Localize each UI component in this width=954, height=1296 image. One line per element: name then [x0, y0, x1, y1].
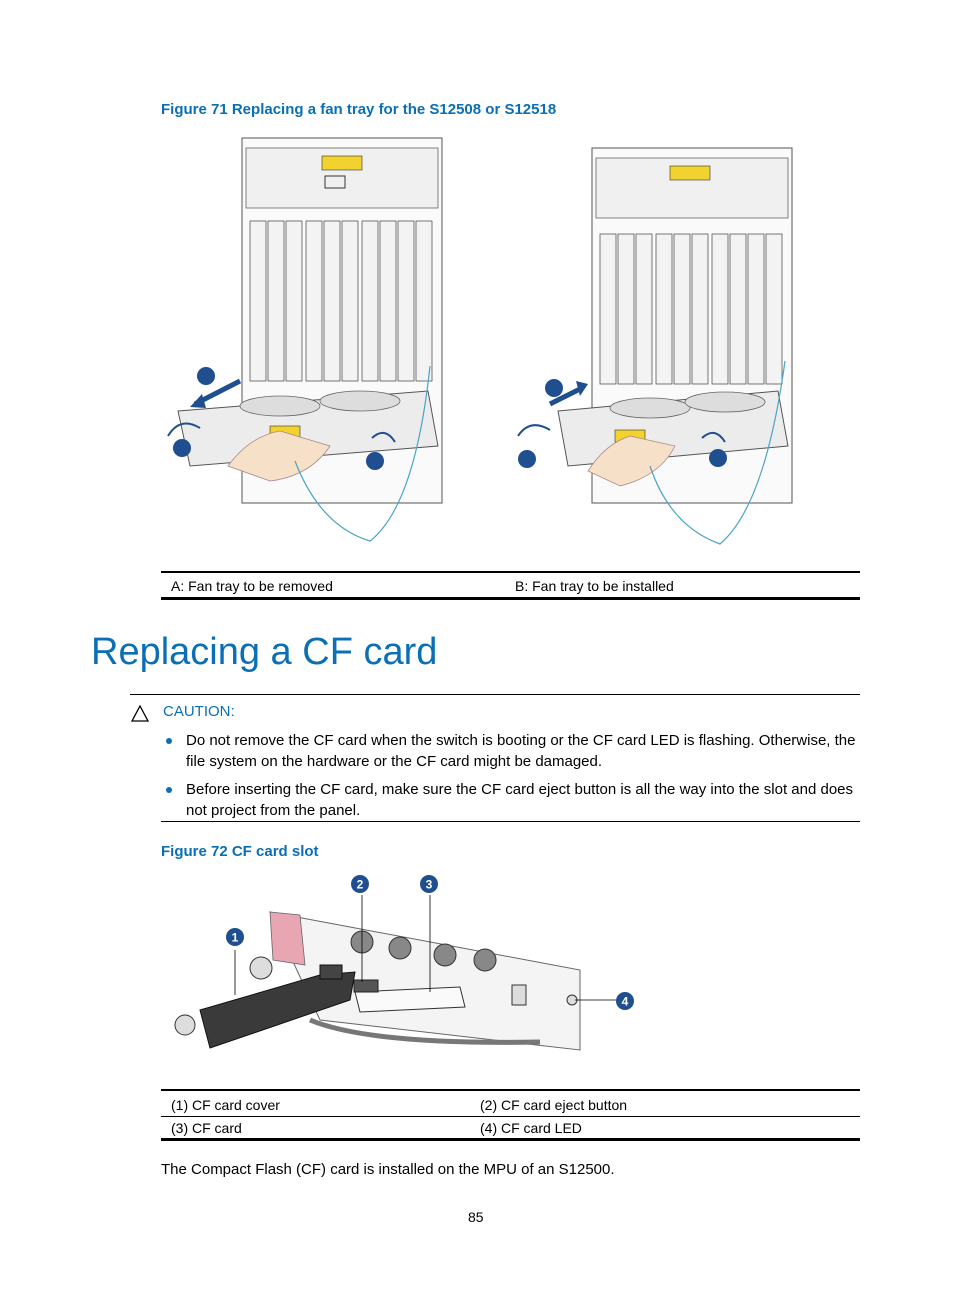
table-bottom-rule	[161, 597, 860, 600]
caution-triangle-icon	[131, 705, 149, 722]
caution-label: CAUTION:	[163, 703, 235, 720]
caution-item-1: Do not remove the CF card when the switc…	[186, 732, 856, 770]
callout-4: 4	[616, 992, 634, 1010]
legend72-top-rule	[161, 1089, 860, 1091]
figure-72-caption: Figure 72 CF card slot	[161, 843, 319, 860]
fan-tray-removal-illustration	[167, 137, 443, 542]
caution-bottom-rule	[161, 821, 860, 822]
callout-1: 1	[226, 928, 244, 946]
legend72-cell: (4) CF card LED	[480, 1120, 582, 1136]
legend-b: B: Fan tray to be installed	[515, 578, 674, 594]
caution-item-2: Before inserting the CF card, make sure …	[186, 781, 854, 819]
caution-top-rule	[130, 694, 860, 695]
legend72-bottom-rule	[161, 1138, 860, 1141]
svg-text:4: 4	[622, 995, 629, 1009]
bullet-icon	[166, 787, 172, 793]
fan-tray-installation-illustration	[517, 147, 793, 545]
legend-a: A: Fan tray to be removed	[171, 578, 333, 594]
bullet-icon	[166, 738, 172, 744]
legend72-cell: (3) CF card	[171, 1120, 242, 1136]
legend72-cell: (1) CF card cover	[171, 1097, 280, 1113]
callout-3: 3	[420, 875, 438, 893]
page-number: 85	[468, 1209, 484, 1225]
section-heading: Replacing a CF card	[91, 631, 438, 673]
table-top-rule	[161, 571, 860, 573]
cf-card-slot-illustration	[174, 895, 618, 1051]
step-callout-dot	[197, 367, 215, 385]
legend72-cell: (2) CF card eject button	[480, 1097, 628, 1113]
figure-71-caption: Figure 71 Replacing a fan tray for the S…	[161, 101, 557, 118]
svg-text:2: 2	[357, 878, 364, 892]
callout-2: 2	[351, 875, 369, 893]
svg-text:3: 3	[426, 878, 433, 892]
legend72-middle-rule	[161, 1116, 860, 1117]
svg-text:1: 1	[232, 931, 239, 945]
body-paragraph: The Compact Flash (CF) card is installed…	[161, 1161, 615, 1178]
